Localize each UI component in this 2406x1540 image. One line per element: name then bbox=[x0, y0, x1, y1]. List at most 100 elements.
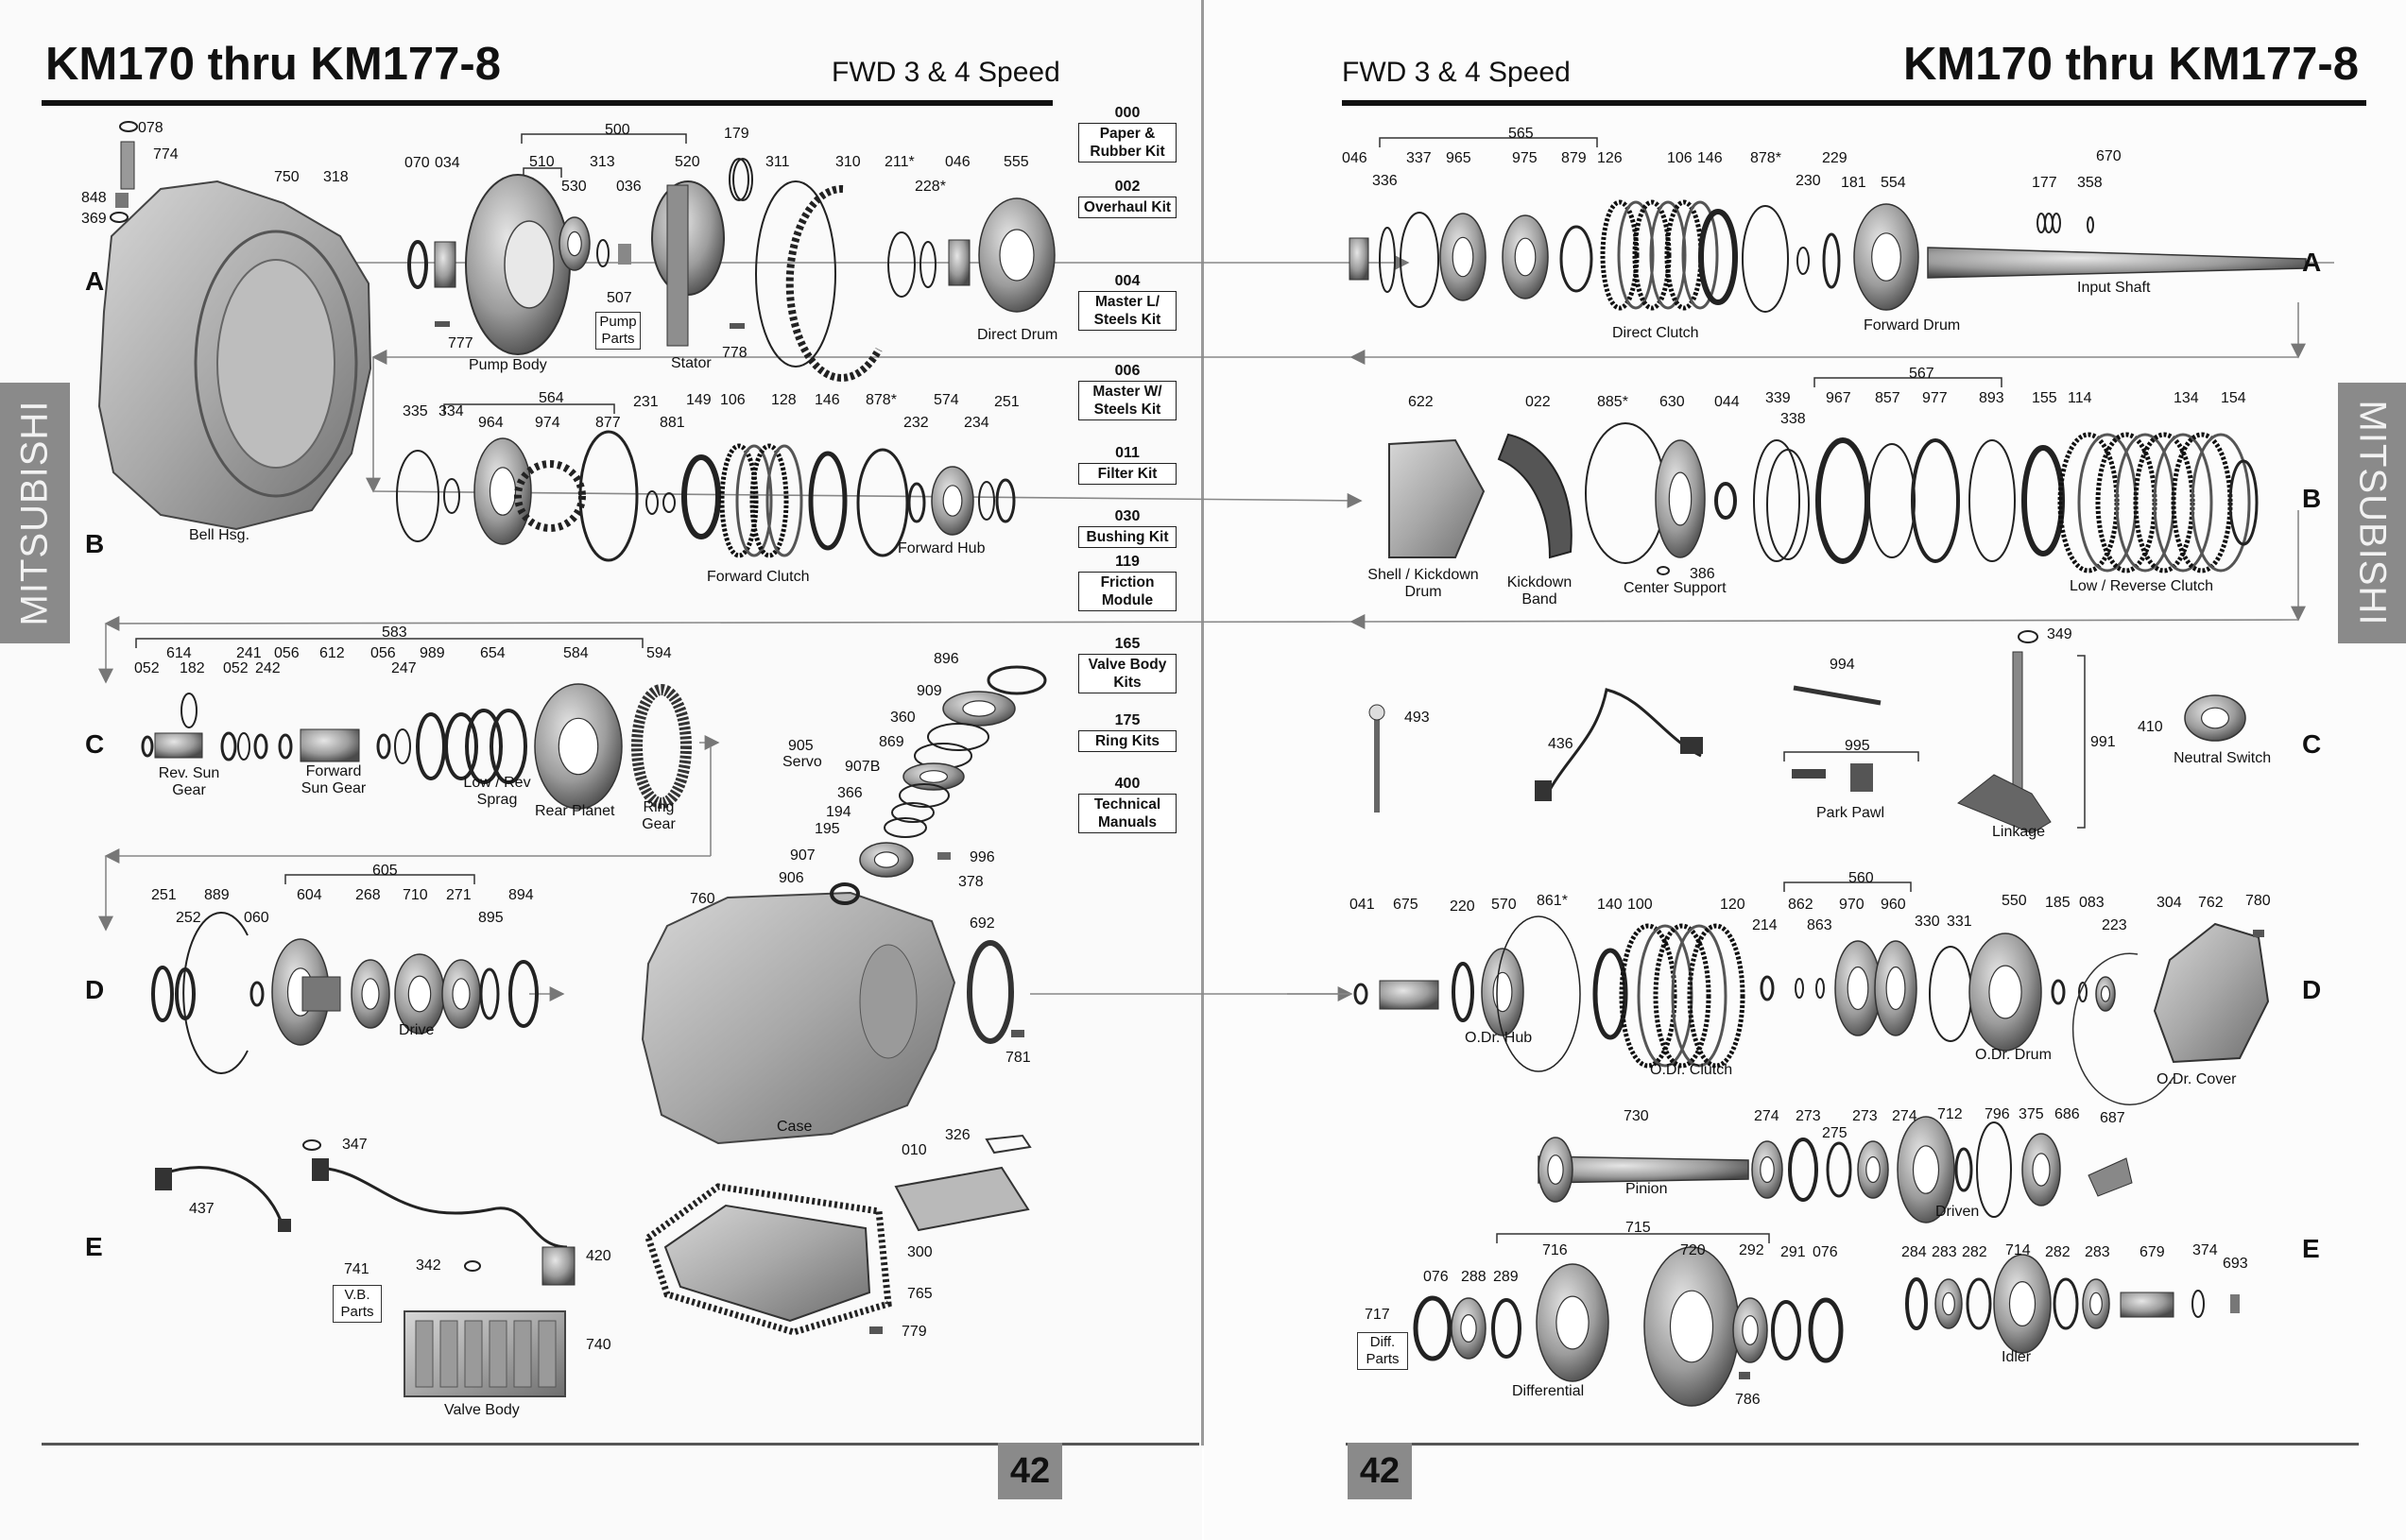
part-036 bbox=[618, 244, 631, 265]
valve-body bbox=[489, 1320, 507, 1388]
idler-gear bbox=[2008, 1280, 2037, 1326]
part-number: 774 bbox=[153, 146, 179, 163]
part-number: 967 bbox=[1826, 390, 1851, 406]
ring-181 bbox=[1822, 232, 1841, 289]
direct-clutch-pack bbox=[1632, 199, 1672, 311]
part-994 bbox=[1793, 685, 1882, 706]
ring-195 bbox=[884, 817, 927, 838]
part-679 bbox=[2120, 1292, 2174, 1318]
kickdown-drum bbox=[1388, 438, 1486, 558]
seal-056 bbox=[278, 733, 293, 760]
part-number: 120 bbox=[1720, 897, 1745, 913]
ring-877 bbox=[578, 430, 639, 562]
bracket-565 bbox=[1379, 137, 1598, 147]
part-number: 710 bbox=[403, 887, 428, 903]
caption-differential: Differential bbox=[1512, 1383, 1585, 1399]
part-number: 574 bbox=[934, 392, 959, 408]
part-number: 335 bbox=[403, 403, 428, 419]
piston-967 bbox=[1815, 437, 1870, 564]
differential-ring-gear-720 bbox=[1669, 1290, 1714, 1363]
part-number: 550 bbox=[2002, 893, 2027, 909]
caption-odr-hub: O.Dr. Hub bbox=[1465, 1030, 1533, 1046]
seal-070 bbox=[407, 240, 428, 289]
bearing-268 bbox=[361, 978, 380, 1010]
part-number: 284 bbox=[1901, 1244, 1927, 1260]
part-number: 044 bbox=[1714, 394, 1740, 410]
part-number: 995 bbox=[1845, 738, 1870, 754]
page-subtitle-right: FWD 3 & 4 Speed bbox=[1342, 57, 1571, 88]
differential-case bbox=[1555, 1295, 1590, 1350]
group-bracket bbox=[523, 167, 562, 178]
part-number: 242 bbox=[255, 660, 281, 676]
part-number: 155 bbox=[2032, 390, 2057, 406]
part-number: 179 bbox=[724, 126, 749, 142]
seal-335 bbox=[396, 450, 439, 542]
bracket-605 bbox=[284, 874, 475, 884]
sprag-654b bbox=[465, 709, 503, 784]
pan-gasket-300 bbox=[644, 1183, 892, 1336]
part-number: 291 bbox=[1780, 1244, 1806, 1260]
ring-878 bbox=[856, 448, 909, 557]
part-number: 313 bbox=[590, 154, 615, 170]
pinion-gear bbox=[1547, 1155, 1564, 1185]
part-number: 894 bbox=[508, 887, 534, 903]
dipstick-493 bbox=[1368, 704, 1385, 721]
race-289 bbox=[1491, 1298, 1521, 1359]
row-letter-e-left: E bbox=[85, 1232, 103, 1261]
ring-386 bbox=[1657, 566, 1670, 575]
part-number: 965 bbox=[1446, 150, 1471, 166]
ring-375 bbox=[1976, 1121, 2012, 1218]
part-number: 046 bbox=[945, 154, 971, 170]
odr-cover bbox=[2153, 922, 2270, 1064]
ring-177c bbox=[2052, 213, 2061, 233]
race-291 bbox=[1771, 1300, 1801, 1360]
direct-clutch-pack bbox=[1617, 200, 1655, 310]
linkage bbox=[1957, 774, 2052, 834]
row-b-flow bbox=[372, 490, 1363, 508]
part-number: 185 bbox=[2045, 895, 2071, 911]
race-284 bbox=[1905, 1277, 1928, 1330]
part-number: 730 bbox=[1624, 1108, 1649, 1124]
caption-kickdown-band: Kickdown Band bbox=[1506, 574, 1572, 608]
part-number: 879 bbox=[1561, 150, 1587, 166]
dipstick-493 bbox=[1374, 718, 1380, 813]
ring-231 bbox=[645, 490, 659, 515]
part-number: 369 bbox=[81, 211, 107, 227]
page-subtitle-left: FWD 3 & 4 Speed bbox=[832, 57, 1060, 88]
part-number: 358 bbox=[2077, 175, 2103, 191]
part-number: 500 bbox=[605, 122, 630, 138]
part-number: 881 bbox=[660, 415, 685, 431]
part-number: 977 bbox=[1922, 390, 1948, 406]
direct-clutch-pack bbox=[1649, 200, 1687, 310]
part-number: 036 bbox=[616, 179, 642, 195]
part-number: 022 bbox=[1525, 394, 1551, 410]
seal-076b bbox=[1808, 1297, 1844, 1363]
gasket-326 bbox=[985, 1134, 1032, 1155]
servo-907b bbox=[919, 770, 948, 783]
caption-driven: Driven bbox=[1935, 1204, 1980, 1220]
ring-881 bbox=[662, 492, 676, 513]
part-number: 154 bbox=[2221, 390, 2246, 406]
ring-242 bbox=[237, 732, 250, 761]
connector-436 bbox=[1535, 780, 1552, 801]
bearing-223 bbox=[2100, 985, 2111, 1002]
caption-pump-body: Pump Body bbox=[469, 357, 547, 373]
ring-251 bbox=[995, 478, 1016, 523]
part-960 bbox=[1885, 966, 1906, 1011]
plate-140 bbox=[1592, 948, 1628, 1040]
part-number: 493 bbox=[1404, 710, 1430, 726]
part-number: 282 bbox=[2045, 1244, 2071, 1260]
part-number: 567 bbox=[1909, 366, 1934, 382]
bracket-500 bbox=[521, 133, 687, 144]
caption-rear-planet: Rear Planet bbox=[535, 803, 615, 819]
harness-436 bbox=[1548, 688, 1702, 791]
caption-pinion: Pinion bbox=[1625, 1181, 1668, 1197]
part-number: 960 bbox=[1881, 897, 1906, 913]
part-number: 781 bbox=[1005, 1050, 1031, 1066]
bearing-274b bbox=[1865, 1155, 1881, 1184]
row-letter-a-left: A bbox=[85, 266, 105, 296]
part-number: 877 bbox=[595, 415, 621, 431]
